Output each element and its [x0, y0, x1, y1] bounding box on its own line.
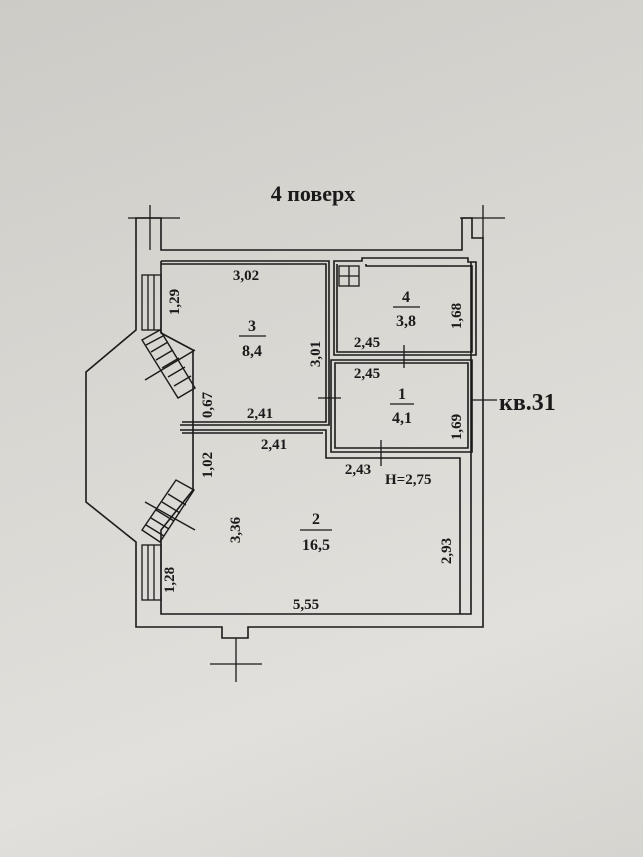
- room-2-area: 16,5: [302, 537, 330, 554]
- room-1-walls: [330, 359, 473, 453]
- room-2-number: 2: [312, 511, 320, 528]
- dim-room1-right: 1,69: [449, 414, 465, 440]
- dim-room2-bay-upper: 1,02: [200, 452, 216, 478]
- floor-label: 4 поверх: [271, 181, 356, 206]
- room-4-number: 4: [402, 289, 410, 306]
- room-3-area: 8,4: [242, 343, 262, 360]
- dim-room4-bottom: 2,45: [354, 335, 380, 351]
- window-left-upper: [141, 274, 162, 331]
- dim-room2-top: 2,41: [261, 437, 287, 453]
- dim-room1-bottom: 2,43: [345, 462, 371, 478]
- walls: [85, 217, 484, 639]
- room-4-area: 3,8: [396, 313, 416, 330]
- dim-room4-right: 1,68: [449, 303, 465, 329]
- dim-room2-right: 2,93: [439, 538, 455, 564]
- room-3-walls: [161, 260, 330, 426]
- dim-room3-top: 3,02: [233, 268, 259, 284]
- axis-marks: [128, 205, 505, 682]
- room-4-walls: [333, 257, 477, 356]
- dim-bay-small: 0,67: [200, 391, 216, 418]
- height-label: Н=2,75: [385, 472, 431, 488]
- dim-room2-left: 3,36: [228, 516, 244, 543]
- room-2-walls: [180, 429, 461, 614]
- window-left-lower: [141, 544, 162, 601]
- room-1-area: 4,1: [392, 410, 412, 427]
- dim-room3-right: 3,01: [308, 341, 324, 367]
- vent-grid-icon: [338, 265, 360, 287]
- room-3-number: 3: [248, 318, 256, 335]
- bay-window: [141, 329, 196, 543]
- dim-room2-bay-lower: 1,28: [162, 567, 178, 593]
- dim-room3-bottom: 2,41: [247, 406, 273, 422]
- dim-room3-left: 1,29: [167, 289, 183, 315]
- room-1-number: 1: [398, 386, 406, 403]
- dim-room1-top: 2,45: [354, 366, 380, 382]
- apartment-label: кв.31: [499, 390, 556, 416]
- outer-wall: [85, 217, 484, 639]
- inner-wall-line: [160, 261, 472, 615]
- dim-room2-bottom: 5,55: [293, 597, 319, 613]
